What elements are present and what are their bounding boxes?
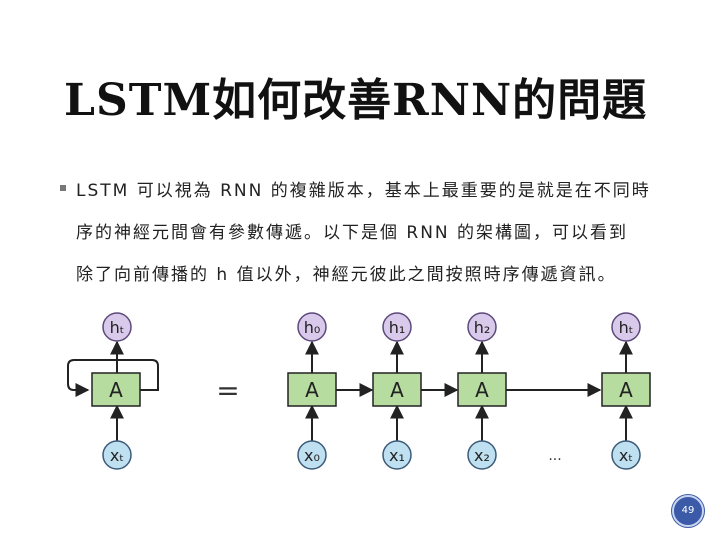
hidden-state-label: h₁ (389, 318, 406, 337)
input-label: xₜ (619, 446, 633, 465)
hidden-state-label: h₀ (304, 318, 321, 337)
rnn-cell-label: A (390, 378, 404, 402)
timestep-2: h₂ A x₂ (457, 312, 507, 470)
hidden-state-label: hₜ (110, 318, 125, 337)
ellipsis: ... (548, 448, 561, 464)
timestep-0: h₀ A x₀ (287, 312, 337, 470)
input-node (382, 440, 412, 470)
input-label: x₁ (389, 446, 405, 465)
rnn-cell (457, 372, 507, 407)
slide-title: LSTM如何改善RNN的問題 (64, 75, 648, 126)
rnn-cell (372, 372, 422, 407)
hidden-state-node (611, 312, 641, 342)
input-node (611, 440, 641, 470)
bullet-square-icon (60, 185, 66, 191)
timestep-1: h₁ A x₁ (372, 312, 422, 470)
input-node (467, 440, 497, 470)
equals-sign: = (216, 374, 239, 407)
rnn-cell-label: A (619, 378, 633, 402)
hidden-state-label: h₂ (474, 318, 491, 337)
unrolled-rnn: h₀ A x₀ h₁ A x₁ h₂ A x₂ (287, 312, 651, 470)
bullet-line-3: 除了向前傳播的 h 值以外，神經元彼此之間按照時序傳遞資訊。 (76, 265, 617, 285)
recurrent-loop-arrow (67, 359, 159, 397)
rolled-rnn: hₜ A xₜ (67, 312, 159, 470)
hidden-state-node (467, 312, 497, 342)
rnn-cell-label: A (475, 378, 489, 402)
hidden-state-node (297, 312, 327, 342)
input-label: x₀ (304, 446, 320, 465)
hidden-state-node (382, 312, 412, 342)
rnn-cell (91, 372, 141, 407)
input-node (297, 440, 327, 470)
bullet-line-1: LSTM 可以視為 RNN 的複雜版本，基本上最重要的是就是在不同時 (76, 181, 651, 201)
rnn-cell-label: A (109, 378, 123, 402)
input-label: x₂ (474, 446, 490, 465)
hidden-state-node (102, 312, 132, 342)
page-number-badge: 49 (672, 495, 704, 527)
input-node (102, 440, 132, 470)
timestep-t: hₜ A xₜ (601, 312, 651, 470)
hidden-state-label: hₜ (619, 318, 634, 337)
bullet-line-2: 序的神經元間會有參數傳遞。以下是個 RNN 的架構圖，可以看到 (76, 223, 629, 243)
input-label: xₜ (110, 446, 124, 465)
rnn-cell-label: A (305, 378, 319, 402)
rnn-cell (601, 372, 651, 407)
